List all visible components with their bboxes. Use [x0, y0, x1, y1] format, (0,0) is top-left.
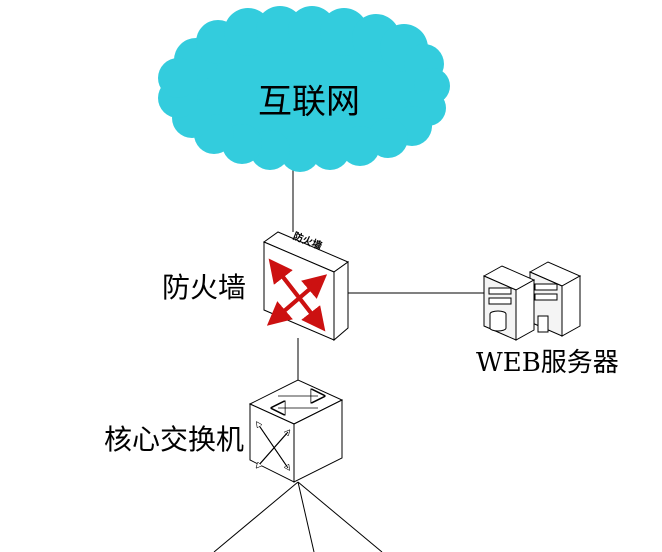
connection-lines — [213, 155, 484, 552]
web-server-label: WEB服务器 — [476, 348, 619, 378]
internet-label: 互联网 — [258, 82, 360, 122]
link-switch-down-3 — [297, 481, 383, 552]
firewall-arrows-icon — [266, 258, 328, 332]
firewall-label: 防火墙 — [162, 271, 247, 304]
link-switch-down-1 — [213, 481, 299, 552]
server-icon — [482, 261, 582, 341]
switch-icon — [248, 379, 344, 483]
firewall-side-face — [333, 261, 349, 342]
cloud-icon — [158, 6, 450, 172]
switch-side-face — [293, 399, 343, 483]
firewall-icon: 防火墙 — [262, 229, 350, 342]
link-switch-down-2 — [297, 481, 315, 552]
switch-top-arrows-icon — [278, 396, 318, 408]
switch-front-arrows-icon — [258, 424, 288, 468]
core-switch-label: 核心交换机 — [104, 423, 245, 456]
